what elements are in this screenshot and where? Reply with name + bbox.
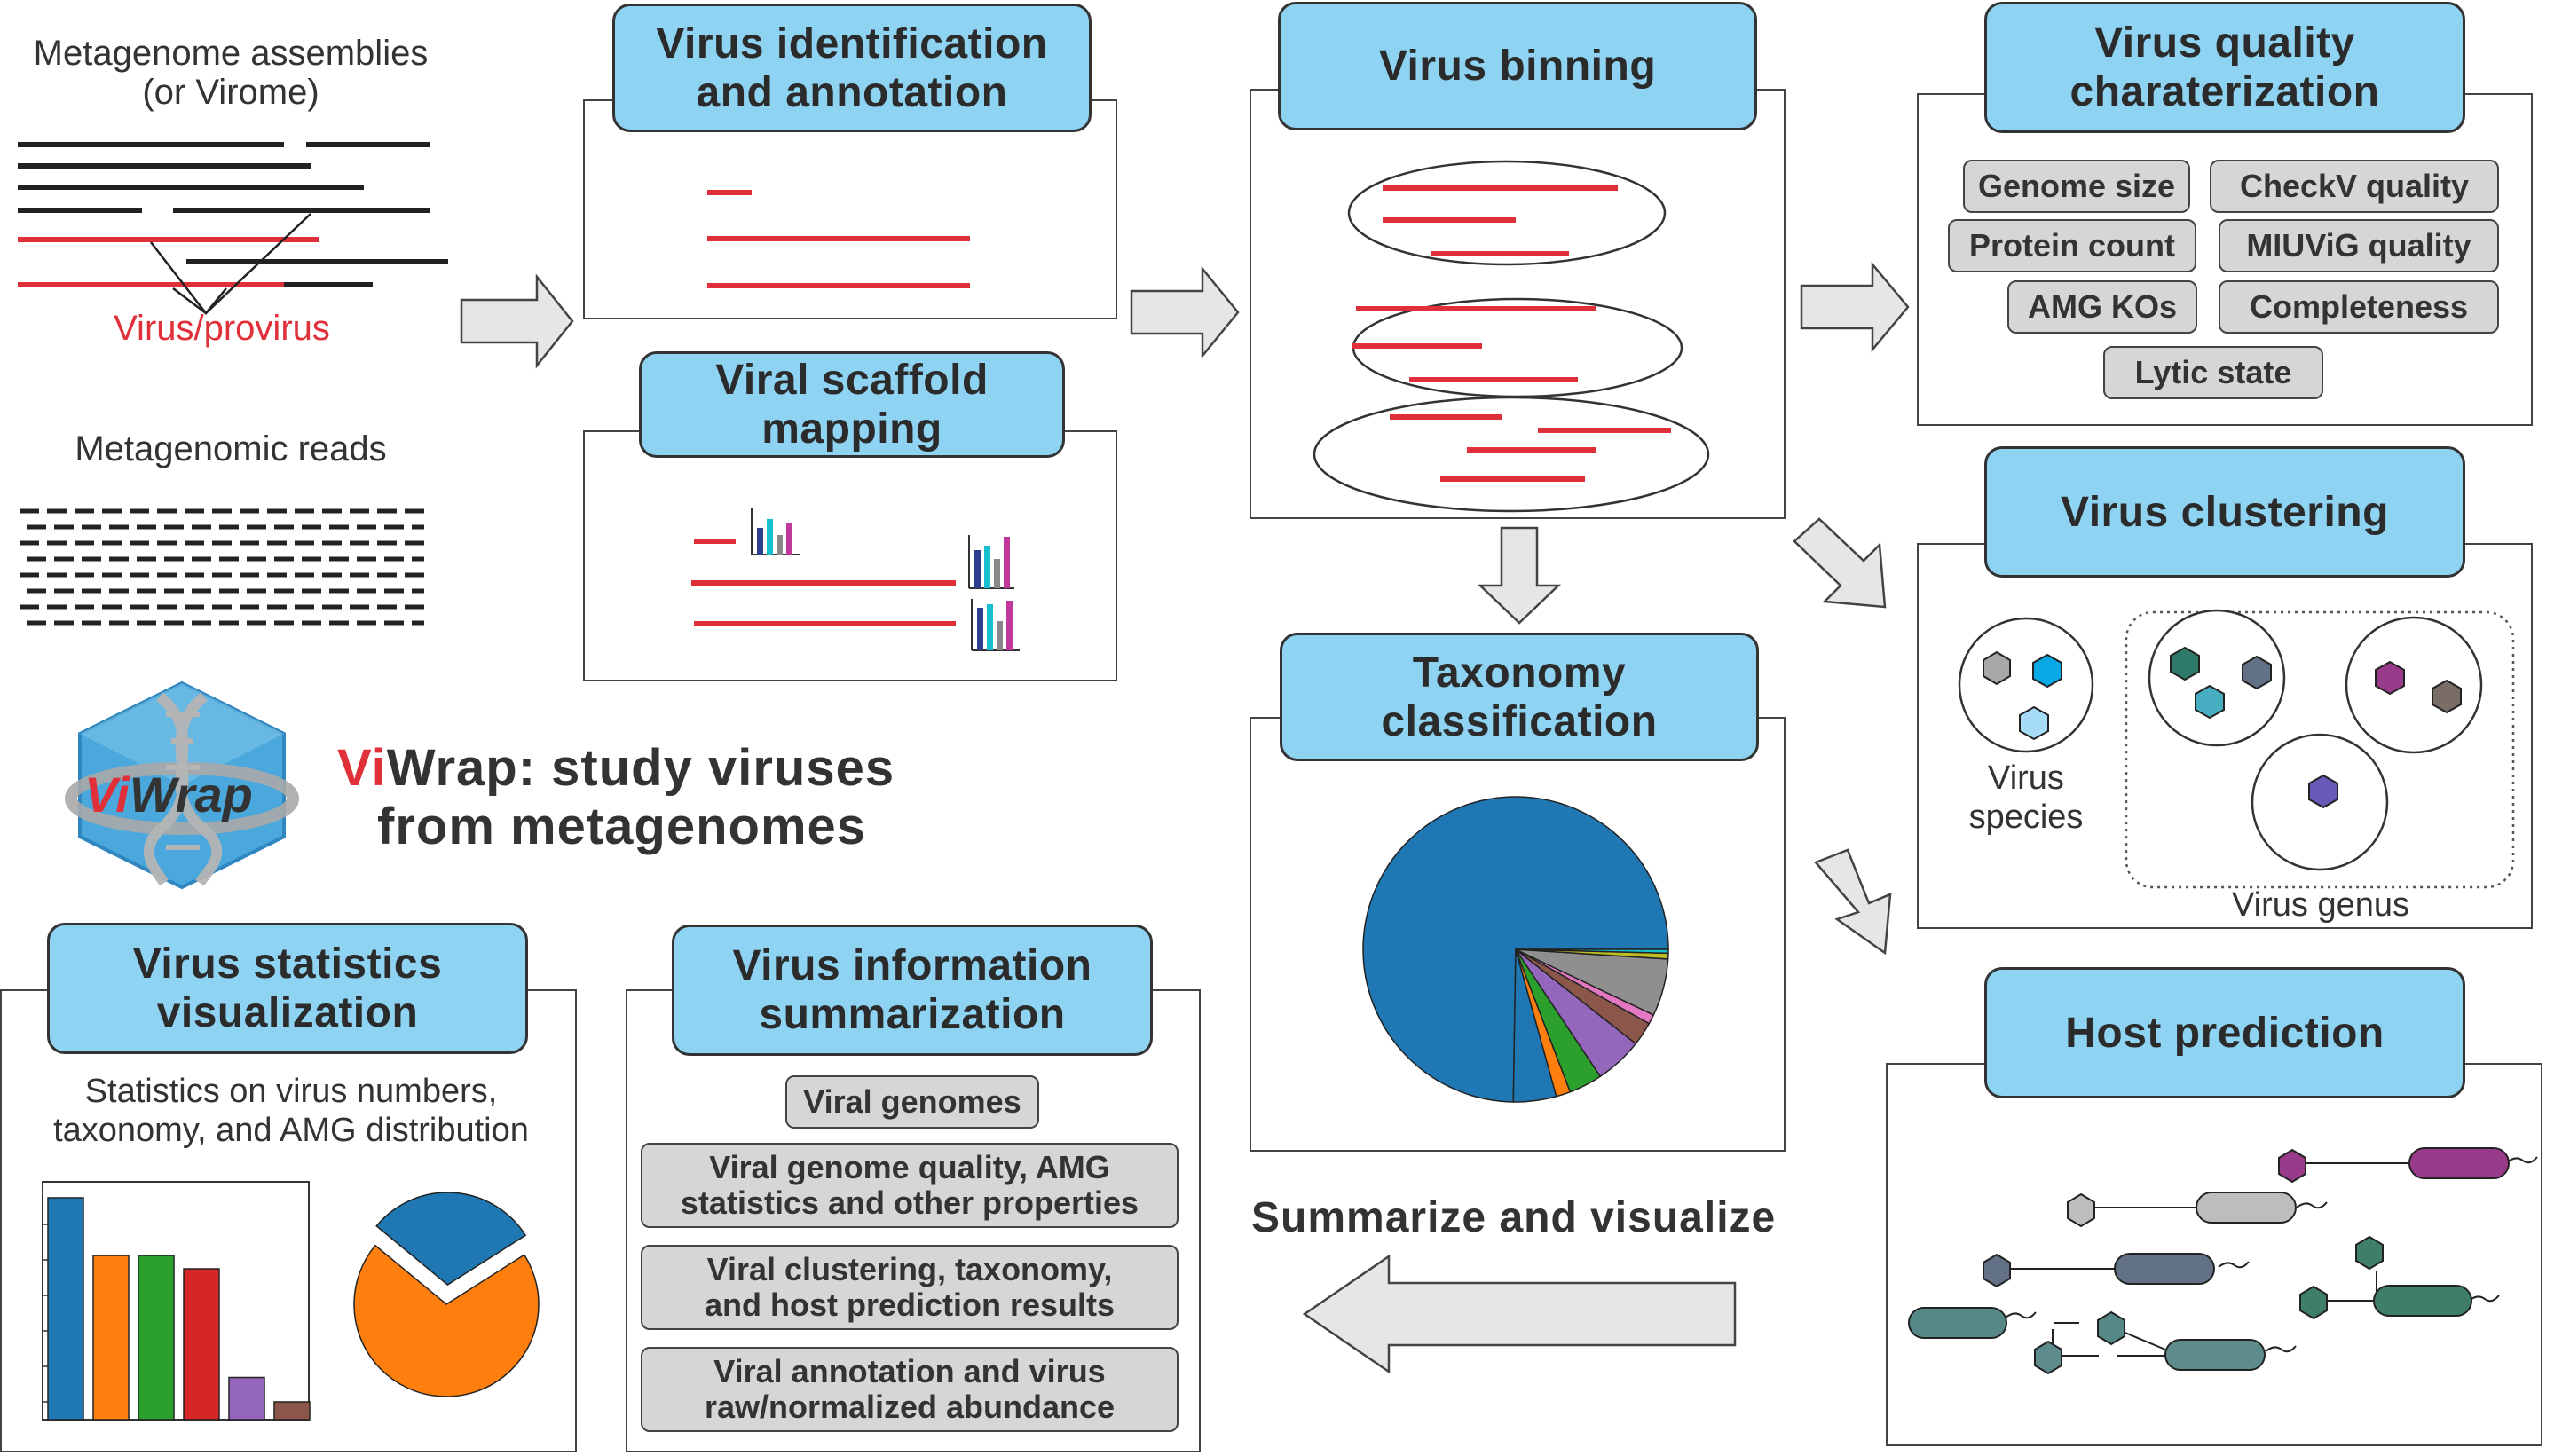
reads-label: Metagenomic reads <box>75 429 387 468</box>
viwrap-tagline: ViWrap: study viruses from metagenomes <box>337 739 976 856</box>
stats-bar-2 <box>138 1255 175 1421</box>
arrow-summarize <box>1302 1254 1737 1374</box>
hex-slate <box>2242 655 2272 690</box>
scaffold-mapping-panel <box>583 430 1117 681</box>
hex-blue <box>2032 653 2062 689</box>
logo-wrap: Wrap <box>130 767 253 822</box>
summary-item-viral-genomes: Viral genomes <box>785 1075 1039 1129</box>
host-cell-slate <box>2114 1253 2215 1285</box>
tag-protein-count: Protein count <box>1948 219 2196 272</box>
arrow-binning-to-taxonomy <box>1477 526 1562 625</box>
stats-bar-5 <box>273 1401 311 1421</box>
svg-text:ViWrap: ViWrap <box>84 767 253 822</box>
stats-bar-3 <box>183 1268 220 1421</box>
host-cell-teal-2 <box>2164 1339 2266 1371</box>
metagenomic-reads <box>20 508 424 626</box>
virus-binning-title: Virus binning <box>1278 2 1757 130</box>
virus-identification-title: Virus identification and annotation <box>612 4 1092 132</box>
stats-pie-slice-1 <box>353 1244 540 1397</box>
stats-bar-1 <box>92 1255 130 1421</box>
mini-bar-1 <box>751 508 800 555</box>
quality-title: Virus quality charaterization <box>1984 2 2465 133</box>
host-cell-grey <box>2196 1192 2297 1224</box>
mini-bar-3 <box>971 599 1020 651</box>
tagline-vi: Vi <box>337 739 387 797</box>
summary-item-annotation: Viral annotation and virus raw/normalize… <box>641 1347 1179 1432</box>
stats-pie-slice-0 <box>375 1192 527 1286</box>
tag-miuvig-quality: MIUViG quality <box>2219 219 2499 272</box>
arrow-input-to-identification <box>460 273 574 369</box>
identified-virus-lines <box>707 190 970 288</box>
assemblies-label: Metagenome assemblies (or Virome) <box>33 34 429 112</box>
host-prediction-title: Host prediction <box>1984 967 2465 1098</box>
clustering-title: Virus clustering <box>1984 446 2465 578</box>
statistics-description: Statistics on virus numbers, taxonomy, a… <box>53 1073 529 1149</box>
hex-purple <box>2375 660 2405 696</box>
hex-teal <box>2170 646 2200 681</box>
tag-completeness: Completeness <box>2219 280 2499 334</box>
statistics-title: Virus statistics visualization <box>47 923 528 1054</box>
host-cell-teal-1 <box>1908 1307 2007 1339</box>
taxonomy-title: Taxonomy classification <box>1280 633 1759 761</box>
mini-bar-2 <box>968 535 1014 589</box>
tag-checkv-quality: CheckV quality <box>2210 160 2499 213</box>
hex-brown <box>2432 679 2462 714</box>
summary-item-clustering: Viral clustering, taxonomy, and host pre… <box>641 1245 1179 1330</box>
stats-bar-0 <box>47 1197 84 1421</box>
hex-grey <box>1983 650 2011 686</box>
logo-vi: Vi <box>84 767 130 822</box>
assembly-contigs <box>18 142 448 315</box>
clustering-graphic <box>1958 609 2515 889</box>
tagline-line2: from metagenomes <box>377 798 867 855</box>
hex-violet <box>2308 774 2338 809</box>
arrow-identification-to-binning <box>1130 265 1240 359</box>
tagline-rest: Wrap: study viruses <box>386 739 895 797</box>
stats-bar-chart <box>42 1181 311 1421</box>
binning-graphic <box>1313 160 1710 513</box>
arrow-binning-to-quality <box>1800 261 1910 353</box>
taxonomy-pie <box>1362 796 1669 1103</box>
tag-lytic-state: Lytic state <box>2103 346 2323 399</box>
viwrap-logo: ViWrap <box>65 681 299 890</box>
hex-cyan <box>2195 684 2225 720</box>
host-cell-purple <box>2408 1147 2510 1179</box>
stats-pie-chart <box>353 1192 540 1397</box>
scaffold-mapping-graphic <box>691 508 1020 651</box>
hex-lightblue <box>2019 705 2049 741</box>
arrow-binning-to-clustering <box>1793 517 1887 609</box>
virus-provirus-label: Virus/provirus <box>114 309 330 348</box>
host-cell-green <box>2373 1285 2472 1317</box>
host-prediction-graphic <box>1908 1147 2538 1375</box>
summary-item-quality: Viral genome quality, AMG statistics and… <box>641 1143 1179 1228</box>
arrow-clustering-to-host <box>1813 848 1892 956</box>
summarization-title: Virus information summarization <box>672 925 1153 1056</box>
virus-species-label: Virus species <box>1968 759 2084 836</box>
scaffold-mapping-title: Viral scaffold mapping <box>639 351 1065 458</box>
summarize-visualize-label: Summarize and visualize <box>1251 1194 1777 1241</box>
tag-amg-kos: AMG KOs <box>2007 280 2197 334</box>
tag-genome-size: Genome size <box>1963 160 2190 213</box>
virus-genus-label: Virus genus <box>2232 886 2409 924</box>
taxonomy-pie-slice-9 <box>1515 948 1669 955</box>
virus-identification-panel <box>583 99 1117 319</box>
stats-bar-4 <box>228 1376 265 1421</box>
